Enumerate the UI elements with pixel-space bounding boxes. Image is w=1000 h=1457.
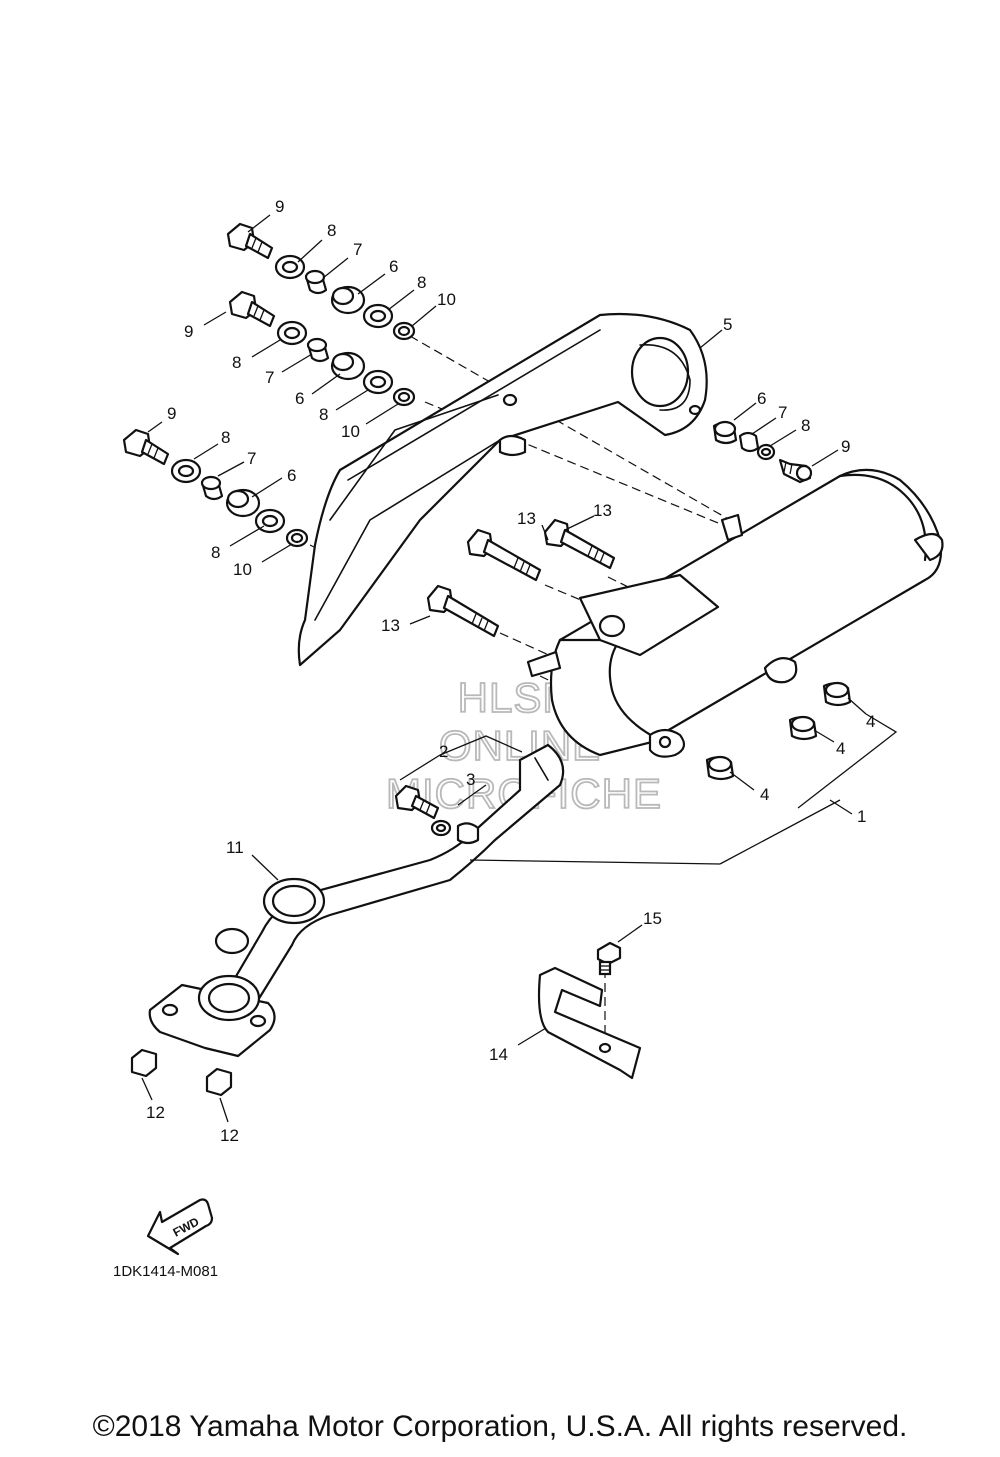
callout-6: 6 [295,389,304,408]
callout-8: 8 [211,543,220,562]
callout-7: 7 [353,240,362,259]
hardware-stack-right [712,420,813,484]
callout-4: 4 [760,785,769,804]
callout-9: 9 [167,404,176,423]
exhaust-flange [148,927,276,1058]
callout-8: 8 [319,405,328,424]
bolt-15 [596,941,622,976]
callout-8: 8 [417,273,426,292]
callout-8: 8 [221,428,230,447]
flange-nuts-12 [130,1048,233,1097]
hardware-stack-top [226,222,416,341]
callout-5: 5 [723,315,732,334]
callout-7: 7 [778,403,787,422]
callout-15: 15 [643,909,662,928]
callout-11: 11 [226,838,244,857]
bolt-2-washer-3 [394,784,480,845]
callout-1: 1 [857,807,866,826]
callout-4: 4 [866,712,875,731]
callout-7: 7 [247,449,256,468]
muffler-assembly [223,468,944,1007]
callout-9: 9 [184,322,193,341]
callout-7: 7 [265,368,274,387]
callout-3: 3 [466,770,475,789]
callout-9: 9 [841,437,850,456]
gasket-11 [262,877,326,925]
hardware-stack-middle [228,290,416,407]
hardware-stack-lower [122,428,309,548]
callout-6: 6 [389,257,398,276]
callout-12: 12 [146,1103,165,1122]
callout-9: 9 [275,197,284,216]
bracket-14 [537,966,642,1080]
swing-arm-5 [297,312,708,667]
collars-4 [705,681,852,781]
bolts-13 [426,518,616,638]
callout-8: 8 [232,353,241,372]
callout-14: 14 [489,1045,508,1064]
callout-2: 2 [439,742,448,761]
callout-8: 8 [801,416,810,435]
leader-lines [141,214,898,1123]
callout-6: 6 [757,389,766,408]
callout-10: 10 [437,290,456,309]
callout-10: 10 [233,560,252,579]
callout-8: 8 [327,221,336,240]
callout-4: 4 [836,739,845,758]
callout-13: 13 [593,501,612,520]
copyright-notice: ©2018 Yamaha Motor Corporation, U.S.A. A… [92,1410,908,1443]
callout-12: 12 [220,1126,239,1145]
callout-10: 10 [341,422,360,441]
callout-13: 13 [381,616,400,635]
callout-labels: 9 8 7 6 8 10 9 8 7 6 8 10 9 8 7 6 8 10 5… [146,197,875,1145]
callout-6: 6 [287,466,296,485]
callout-13: 13 [517,509,536,528]
diagram-code: 1DK1414-M081 [113,1263,219,1280]
forward-direction-arrow: FWD [146,1198,214,1256]
